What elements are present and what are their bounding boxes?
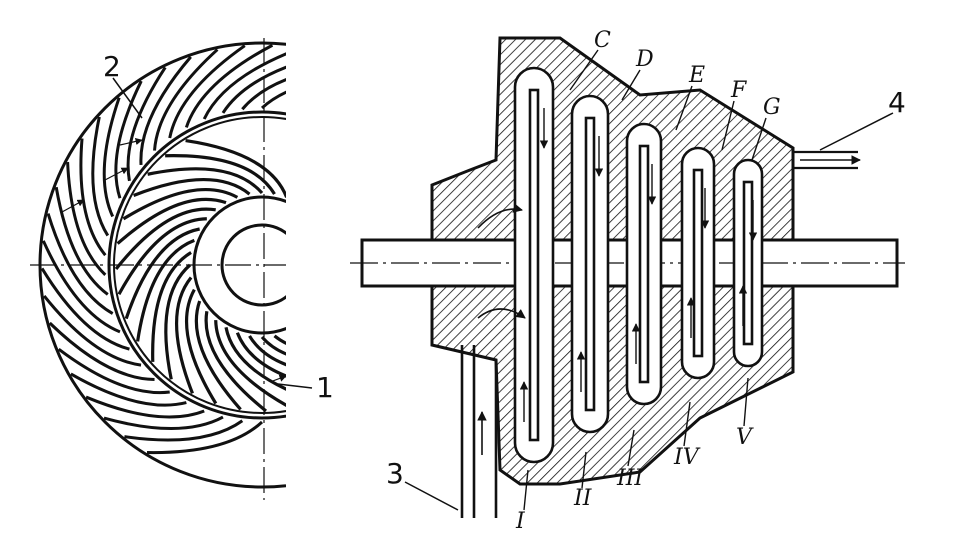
impeller-blade — [122, 187, 239, 221]
impeller-blade — [174, 276, 194, 394]
impeller-blade — [124, 227, 200, 320]
callout-2: 2 — [103, 50, 121, 83]
diffuser-vane — [91, 116, 110, 237]
impeller-front-view — [30, 38, 286, 500]
impeller-blade — [164, 263, 192, 380]
diffuser-vane — [85, 395, 205, 419]
impeller-blade — [147, 167, 264, 195]
impeller-blade — [114, 207, 216, 270]
label-stage-IV: IV — [673, 445, 701, 470]
diffuser-vane — [103, 415, 224, 430]
diffuser-vane — [202, 52, 286, 120]
impeller-blade — [136, 238, 195, 342]
label-E: E — [688, 63, 705, 88]
impeller-blade — [133, 177, 251, 197]
diffuser-vane — [41, 240, 121, 334]
impeller-blade — [194, 300, 242, 411]
outlet-pipe — [793, 112, 894, 170]
impeller-blade — [165, 154, 276, 195]
callout-3: 3 — [386, 457, 404, 490]
hub-ring — [192, 195, 286, 335]
impeller-blade — [185, 139, 286, 198]
diffuser-vane — [114, 80, 143, 199]
label-D: D — [635, 47, 654, 72]
label-stage-II: II — [573, 486, 593, 511]
impeller-disc — [742, 180, 754, 346]
impeller-blades — [114, 139, 286, 413]
diffuser-vane — [139, 55, 192, 166]
impeller-blade — [117, 217, 207, 296]
callout-1-leader — [277, 383, 313, 389]
inlet-duct — [460, 203, 526, 518]
impeller-blade — [204, 311, 267, 413]
diffuser-vane — [168, 44, 246, 139]
impeller-blade — [235, 332, 286, 378]
diffuser-vane — [241, 78, 286, 111]
callout-4: 4 — [888, 86, 906, 119]
label-F: F — [730, 78, 747, 103]
label-stage-I: I — [515, 509, 526, 534]
diffuser-vane — [146, 420, 264, 455]
callout-3-leader — [404, 481, 459, 511]
compressor-section-view: 3 4 C D E F G I II III IV V — [350, 28, 906, 534]
diffuser-vane — [48, 321, 155, 381]
label-C: C — [594, 28, 611, 53]
impeller-disc — [692, 168, 704, 358]
shaft-ring — [220, 223, 286, 307]
callout-2-leader — [112, 77, 143, 119]
diffuser-vane — [46, 213, 114, 315]
diffuser-vane — [54, 186, 109, 296]
diffuser-vane — [153, 48, 219, 151]
diffuser-vane — [40, 267, 130, 351]
label-G: G — [763, 95, 781, 120]
impeller-blade — [116, 197, 227, 245]
diffuser-vane — [184, 43, 274, 128]
label-stage-III: III — [616, 466, 644, 491]
impeller-disc — [584, 116, 596, 412]
diffuser-vane — [124, 419, 244, 442]
impeller-blade — [151, 251, 192, 362]
impeller-disc — [638, 144, 650, 384]
diffuser-vane — [66, 161, 107, 276]
impeller-disc — [528, 88, 540, 442]
stage-passages — [513, 66, 764, 464]
label-stage-V: V — [736, 425, 754, 450]
impeller-blade — [260, 335, 286, 356]
impeller-blade — [214, 320, 286, 407]
diffuser-vane — [102, 97, 121, 218]
callout-1: 1 — [316, 371, 334, 404]
diffuser-vane — [43, 295, 142, 367]
impeller-blade — [224, 327, 286, 391]
diffuser-vane — [57, 347, 170, 395]
diffuser-vane — [221, 65, 286, 114]
impeller-blade — [248, 335, 286, 367]
diffuser-vane — [70, 372, 187, 407]
diffuser-vane — [79, 138, 107, 257]
impeller-blade — [273, 334, 286, 345]
diffuser-vanes — [40, 43, 286, 455]
impeller-blade — [184, 288, 218, 405]
diffuser-vane — [260, 90, 286, 110]
